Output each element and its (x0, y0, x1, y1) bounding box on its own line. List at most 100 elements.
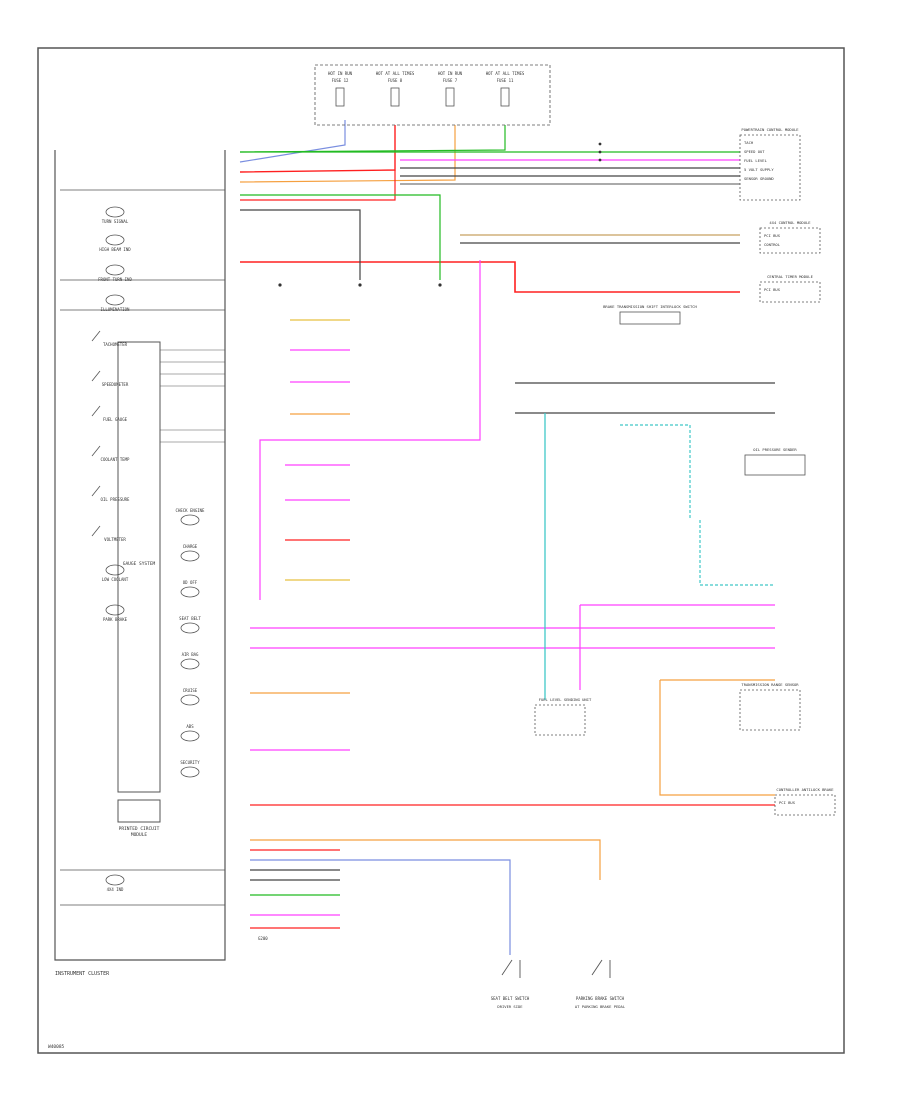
module: POWERTRAIN CONTROL MODULE TACH SPEED OUT FU… (739, 127, 801, 201)
cluster-footer-label: INSTRUMENT CLUSTER (55, 971, 110, 977)
module-title: CENTRAL TIMER MODULE (767, 274, 813, 279)
wire-orange (239, 125, 456, 183)
fuse-label: HOT IN RUN (328, 71, 353, 76)
module: BRAKE TRANSMISSION SHIFT INTERLOCK SWITC… (603, 304, 698, 325)
cluster-item-label: FUEL GAUGE (103, 417, 128, 422)
indicator-lamp-icon (105, 604, 125, 616)
splice-dot (438, 283, 442, 287)
module-title: CONTROLLER ANTILOCK BRAKE (776, 787, 834, 792)
switch-contact-icon (91, 485, 101, 497)
indicator-label: CHARGE (183, 544, 198, 549)
splice-dot (278, 283, 282, 287)
module-pin-label: TACH (744, 140, 754, 145)
diagram-frame (37, 47, 845, 1054)
printed-circuit-module (117, 799, 161, 823)
fuse-label: HOT IN RUN (438, 71, 463, 76)
fuse-block-outline (314, 64, 551, 126)
ground-label: G200 (258, 936, 268, 941)
indicator-lamp-icon (105, 264, 125, 276)
module-box (534, 704, 586, 736)
cluster-item-label: SPEEDOMETER (102, 382, 129, 387)
switch-contact-icon (91, 405, 101, 417)
indicator-lamp-icon (180, 694, 200, 706)
module: CENTRAL TIMER MODULE PCI BUS (759, 274, 821, 303)
module-pin-label: CONTROL (764, 242, 781, 247)
module-box (739, 689, 801, 731)
module-box (744, 454, 806, 476)
indicator-lamp-icon (180, 514, 200, 526)
cluster-item: FRONT TURN IND (98, 264, 132, 282)
cluster-item-label: PARK BRAKE (103, 617, 128, 622)
wire-green-4x4 (240, 194, 441, 280)
indicator-item: SEAT BELT (179, 616, 201, 634)
indicator-lamp-icon (180, 658, 200, 670)
cluster-item-label: HIGH BEAM IND (99, 247, 131, 252)
fuse-sub-label: FUSE 8 (388, 78, 403, 83)
module-pin-label: SENSOR GROUND (744, 176, 774, 181)
module-box (619, 311, 681, 325)
wire-orange-abs (659, 680, 775, 796)
wire-blue (239, 120, 346, 163)
wire-blue-bottom (250, 859, 511, 955)
switch-contact-icon (591, 959, 603, 976)
corner-code: W40085 (48, 1044, 65, 1050)
indicator-item: OD OFF (180, 580, 200, 598)
indicator-label: AIR BAG (182, 652, 199, 657)
module-pin-label: SPEED OUT (744, 149, 765, 154)
cluster-item-label: VOLTMETER (104, 537, 126, 542)
module-box (759, 227, 821, 254)
cluster-item-label: TACHOMETER (103, 342, 128, 347)
cluster-item: LOW COOLANT (102, 564, 129, 582)
cluster-item-label: FRONT TURN IND (98, 277, 132, 282)
module-pin-label: PCI BUS (764, 287, 781, 292)
splice-dot (598, 158, 602, 162)
cluster-item-label: 4X4 IND (107, 887, 124, 892)
cluster-item: SPEEDOMETER (91, 370, 129, 387)
switch-note: AT PARKING BRAKE PEDAL (575, 1004, 626, 1009)
wire-red-ctm (240, 261, 740, 293)
right-modules: POWERTRAIN CONTROL MODULE TACH SPEED OUT FU… (534, 127, 836, 816)
indicator-item: CRUISE (180, 688, 200, 706)
indicator-lamp-icon (180, 766, 200, 778)
wire-layer (60, 120, 775, 960)
wire-black-ground (240, 209, 361, 280)
module-box (759, 281, 821, 303)
cluster-item: VOLTMETER (91, 525, 126, 542)
wire-red (239, 125, 396, 173)
fuse-sub-label: FUSE 11 (497, 78, 514, 83)
module-pin-label: FUEL LEVEL (744, 158, 768, 163)
fuse-icon (500, 87, 510, 107)
cluster-item-label: OIL PRESSURE (101, 497, 130, 502)
indicator-item: ABS (180, 724, 200, 742)
cluster-item-label: LOW COOLANT (102, 577, 129, 582)
fuse: HOT AT ALL TIMES FUSE 8 (376, 71, 415, 107)
module-title: POWERTRAIN CONTROL MODULE (741, 127, 799, 132)
fuse-sub-label: FUSE 7 (443, 78, 458, 83)
indicator-item: CHECK ENGINE (176, 508, 205, 526)
switch-contact-icon (91, 330, 101, 342)
switch-contact-icon (91, 370, 101, 382)
module-title: BRAKE TRANSMISSION SHIFT INTERLOCK SWITC… (603, 304, 697, 309)
module-box (774, 794, 836, 816)
module-pin-label: PCI BUS (779, 800, 796, 805)
fuse-label: HOT AT ALL TIMES (376, 71, 415, 76)
gauge-system-module (117, 341, 161, 793)
indicator-item: SECURITY (180, 760, 200, 778)
module-pin-label: PCI BUS (764, 233, 781, 238)
module-box (739, 134, 801, 201)
splice-dot (598, 150, 602, 154)
module-pin-label: 5 VOLT SUPPLY (744, 167, 774, 172)
module-title: FUEL LEVEL SENDING UNIT (539, 697, 592, 702)
indicator-lamp-icon (180, 550, 200, 562)
wire-teal (620, 424, 691, 520)
indicator-item: AIR BAG (180, 652, 200, 670)
cluster-item-label: TURN SIGNAL (102, 219, 129, 224)
indicator-lamp-icon (180, 586, 200, 598)
fuse: HOT IN RUN FUSE 7 (438, 71, 463, 107)
